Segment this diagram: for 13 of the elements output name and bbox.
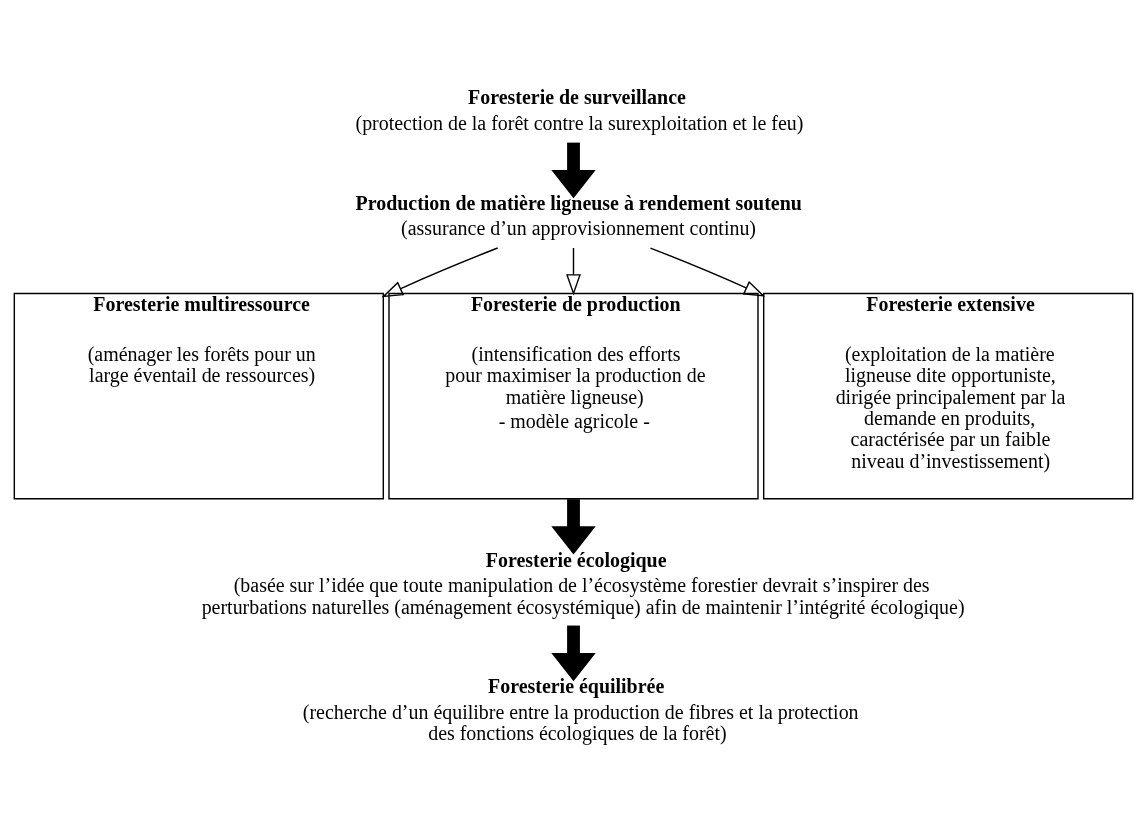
node-box: Foresterie extensive (exploitation de la matière ligneuse dite opportuniste, dirigée principalement par la demande en produits, caractérisée par un faible niveau d’investissement) — [763, 292, 1134, 499]
arrow — [566, 246, 581, 296]
arrow — [551, 498, 596, 554]
node-text: Foresterie équilibrée (recherche d’un équilibre entre la production de fibres et la protection des fonctions écologiques de la forêt) — [302, 674, 859, 744]
arrow — [649, 246, 766, 297]
arrow — [551, 142, 596, 198]
node-box: Foresterie multiressource (aménager les forêts pour un large éventail de ressources) — [13, 292, 384, 499]
node-text: Foresterie écologique (basée sur l’idée que toute manipulation de l’écosystème forestier devrait s’inspirer des perturbations naturelles (aménagement écosystémique) afin de maintenir l’intégrité écologique) — [201, 548, 965, 618]
node-box: Foresterie de production (intensification des efforts pour maximiser la production de matière ligneuse) - modèle agricole - — [388, 292, 759, 499]
node-text: Production de matière ligneuse à rendement soutenu (assurance d’un approvisionnement continu) — [355, 191, 802, 239]
node-text: Foresterie de surveillance (protection de la forêt contre la surexploitation et le feu) — [355, 85, 804, 134]
arrow — [551, 625, 596, 681]
arrow — [381, 246, 499, 297]
